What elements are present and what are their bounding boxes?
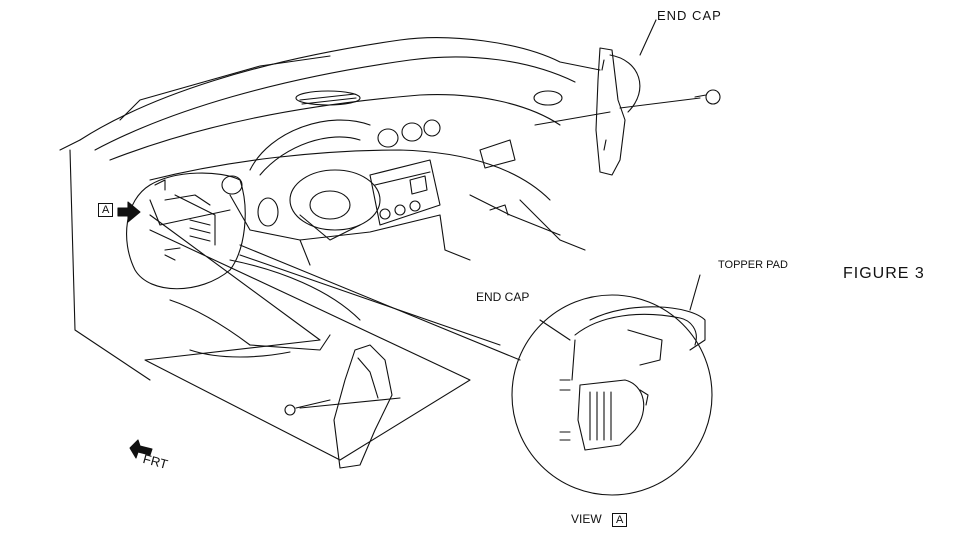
figure-label: FIGURE 3 [843, 265, 925, 282]
callout-ref-box: A [98, 201, 114, 217]
dashboard-outline [59, 37, 601, 381]
callout-ref-letter: A [98, 203, 114, 217]
topper-pad-label: TOPPER PAD [718, 259, 788, 271]
end-cap-label-top: END CAP [657, 8, 722, 23]
instrument-cluster [249, 119, 516, 241]
view-a-detail [511, 274, 713, 496]
view-label: VIEW [571, 512, 602, 526]
left-detail-circle [126, 172, 246, 290]
air-vents [221, 90, 563, 227]
end-cap-part-top [595, 19, 721, 176]
frt-arrow [129, 439, 153, 459]
end-cap-part-lower [284, 344, 393, 469]
callout-arrow [117, 201, 141, 223]
leader-lines [144, 97, 701, 461]
view-ref-letter: A [612, 513, 628, 527]
end-cap-label-detail: END CAP [476, 290, 530, 304]
view-ref-box: A [612, 511, 628, 527]
